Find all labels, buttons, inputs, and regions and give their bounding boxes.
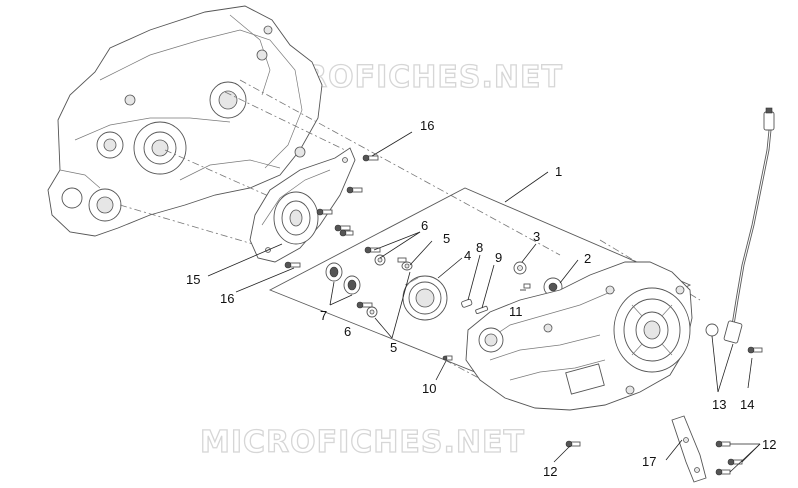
bolt-part-14	[747, 346, 763, 354]
callout-12-right: 12	[762, 437, 776, 452]
callout-6-bottom: 6	[344, 324, 351, 339]
callout-16-top: 16	[420, 118, 434, 133]
leader-lines	[207, 131, 761, 473]
callout-13: 13	[712, 397, 726, 412]
callout-4: 4	[464, 248, 471, 263]
callout-5-bottom: 5	[390, 340, 397, 355]
bolts-part-16	[284, 154, 379, 269]
callout-6-top: 6	[421, 218, 428, 233]
callout-17: 17	[642, 454, 656, 469]
seals-and-washers	[325, 246, 563, 321]
bracket-part-17	[671, 415, 707, 483]
callout-16-left: 16	[220, 291, 234, 306]
watermark-bottom: MICROFICHES.NET	[200, 425, 525, 460]
assembly-boundary	[268, 187, 692, 381]
bolts-part-12	[565, 440, 743, 476]
engine-side-cover	[465, 261, 693, 411]
callout-11: 11	[509, 304, 523, 319]
cover-plate-part-15	[249, 147, 356, 263]
callout-12-bottom: 12	[543, 464, 557, 479]
callout-10: 10	[422, 381, 436, 396]
callout-7: 7	[320, 308, 327, 323]
callout-2: 2	[584, 251, 591, 266]
callout-labels: 16 1 15 16 6 5 4 3 2 8 9 11 7 6 5 10 13 …	[186, 118, 776, 479]
callout-8: 8	[476, 240, 483, 255]
callout-9: 9	[495, 250, 502, 265]
callout-3: 3	[533, 229, 540, 244]
callout-15: 15	[186, 272, 200, 287]
bolt-part-10	[442, 355, 453, 361]
callout-14: 14	[740, 397, 754, 412]
callout-5-top: 5	[443, 231, 450, 246]
sensor-with-cable-part-13	[705, 107, 775, 344]
callout-1: 1	[555, 164, 562, 179]
crankcase-illustration	[47, 5, 323, 237]
